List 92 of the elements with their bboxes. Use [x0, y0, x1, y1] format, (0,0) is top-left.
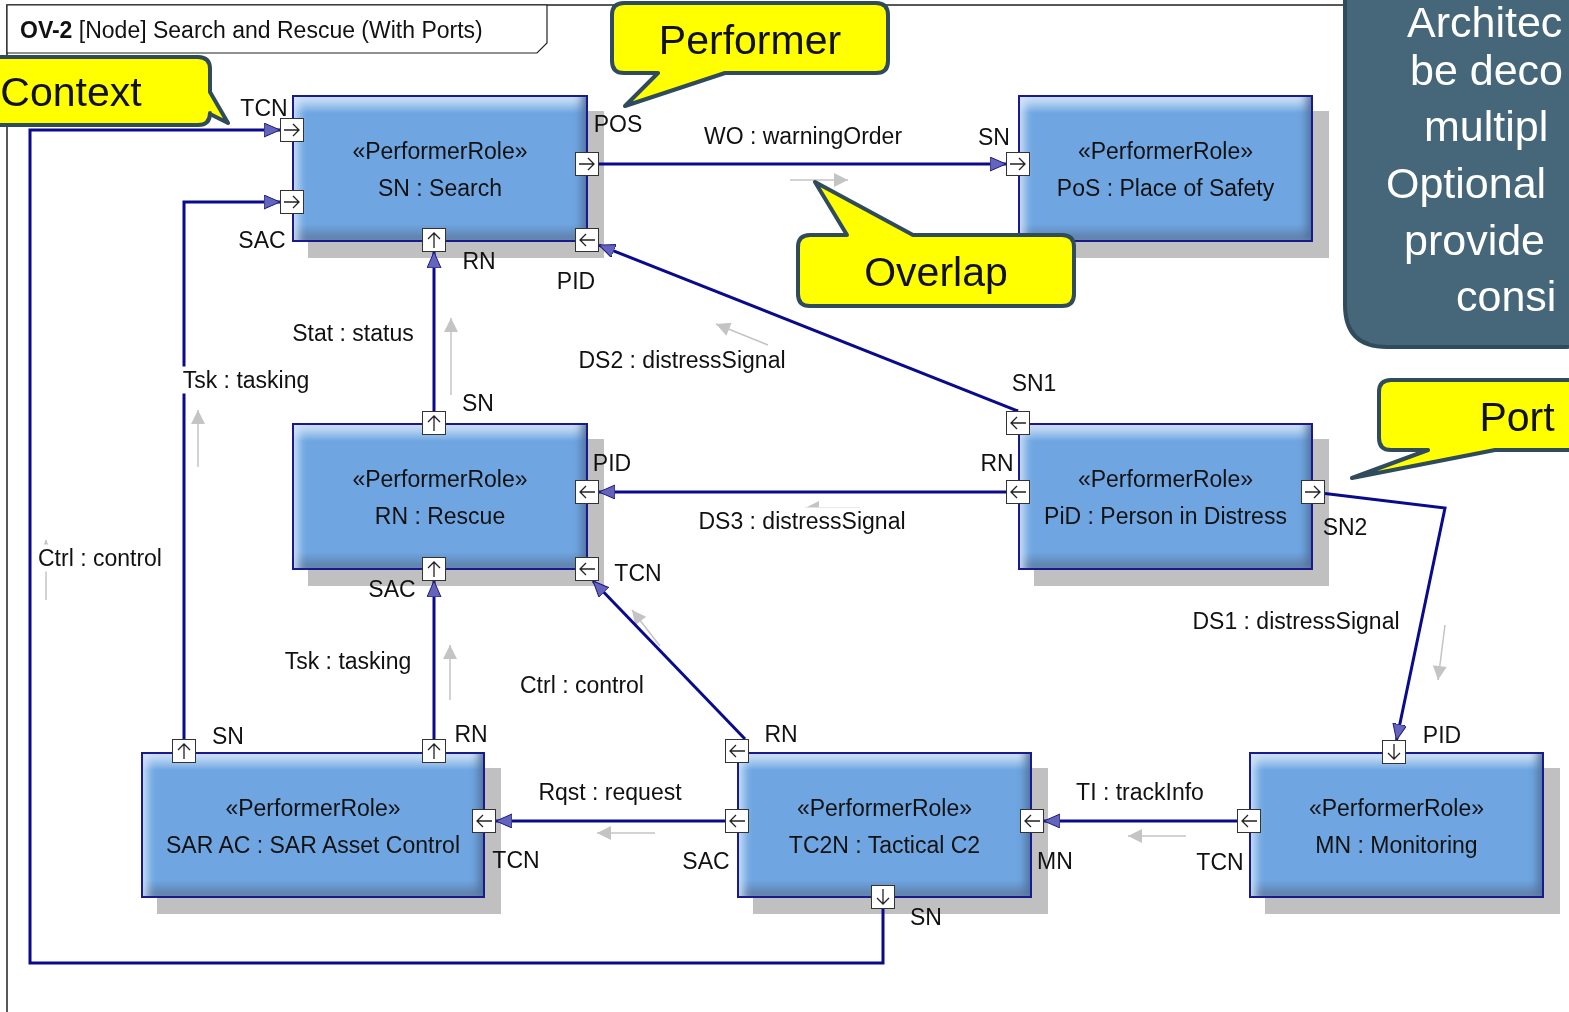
port	[422, 228, 446, 252]
connector	[495, 813, 725, 829]
callout-bubble	[1342, 0, 1569, 350]
callout-text: Optional	[1386, 161, 1547, 205]
performer-name: SN : Search	[378, 174, 502, 203]
performer-name: TC2N : Tactical C2	[788, 831, 981, 860]
callout-bubble	[609, 0, 891, 109]
performer-box	[141, 752, 485, 898]
port	[422, 557, 446, 581]
port	[422, 739, 446, 763]
connector	[426, 580, 442, 739]
callout-bubble	[1349, 377, 1569, 481]
port	[172, 739, 196, 763]
port-label: TCN	[614, 559, 662, 587]
performer-name: PiD : Person in Distress	[1044, 502, 1287, 531]
port	[472, 809, 496, 833]
port-label: RN	[454, 720, 488, 748]
port	[1006, 411, 1030, 435]
port	[1006, 152, 1030, 176]
stereotype-label: «PerformerRole»	[1308, 794, 1485, 823]
diagram-title: OV-2 [Node] Search and Rescue (With Ports)	[20, 17, 483, 44]
port	[575, 152, 599, 176]
port-label: SN	[212, 722, 244, 750]
port	[1301, 480, 1325, 504]
port	[1006, 480, 1030, 504]
performer-box	[737, 752, 1032, 898]
port	[1382, 740, 1406, 764]
callout-text: Overlap	[864, 251, 1008, 293]
performer-name: SAR AC : SAR Asset Control	[166, 831, 460, 860]
connector	[426, 251, 442, 411]
port-label: SN	[462, 389, 494, 417]
stereotype-label: «PerformerRole»	[796, 794, 973, 823]
port-label: PID	[556, 267, 596, 295]
port-label: PID	[592, 449, 632, 477]
callout-text: Performer	[658, 19, 842, 61]
connector	[599, 156, 1007, 172]
connector	[28, 122, 885, 965]
stereotype-label: «PerformerRole»	[352, 137, 528, 166]
port-label: TCN	[492, 846, 540, 874]
edge-label: Ctrl : control	[36, 544, 164, 572]
port-label: RN	[764, 720, 798, 748]
port	[871, 885, 895, 909]
port-label: PID	[1422, 721, 1462, 749]
callout-text: Context	[0, 71, 142, 113]
connector	[182, 194, 281, 739]
performer-box	[1018, 423, 1313, 570]
port-label: POS	[593, 110, 643, 138]
performer-name: MN : Monitoring	[1315, 831, 1478, 860]
port-label: SN	[910, 903, 942, 931]
callout-text: be deco	[1410, 48, 1564, 92]
connector	[1043, 813, 1237, 829]
connector	[591, 579, 747, 741]
port-label: RN	[980, 449, 1014, 477]
port-label: RN	[462, 247, 496, 275]
port	[422, 411, 446, 435]
port	[725, 739, 749, 763]
performer-name: PoS : Place of Safety	[1056, 174, 1275, 203]
port-label: SN2	[1322, 513, 1368, 541]
callout-text: consi	[1456, 274, 1557, 318]
performer-box	[292, 95, 588, 242]
connector	[598, 243, 1019, 413]
performer-name: RN : Rescue	[374, 502, 506, 531]
port-label: MN	[1037, 847, 1073, 875]
callout-text: Architec	[1407, 0, 1563, 44]
port	[725, 809, 749, 833]
port	[1020, 809, 1044, 833]
port-label: SN	[978, 123, 1010, 151]
stereotype-label: «PerformerRole»	[225, 794, 401, 823]
port-label: SAC	[682, 847, 730, 875]
connector	[1324, 491, 1447, 741]
port-label: TCN	[1196, 848, 1244, 876]
performer-box	[292, 423, 588, 570]
port-label: SAC	[368, 575, 416, 603]
performer-box	[1249, 752, 1544, 898]
port-label: TCN	[240, 94, 288, 122]
callout-text: multipl	[1424, 104, 1549, 148]
callout-text: Port	[1479, 396, 1555, 438]
port-label: SN1	[1011, 369, 1057, 397]
port	[280, 118, 304, 142]
stereotype-label: «PerformerRole»	[352, 465, 528, 494]
connector	[598, 484, 1006, 500]
port-label: SAC	[238, 226, 286, 254]
port	[575, 480, 599, 504]
stereotype-label: «PerformerRole»	[1077, 137, 1254, 166]
port	[280, 190, 304, 214]
port	[575, 557, 599, 581]
port	[1237, 809, 1261, 833]
callout-text: provide	[1404, 218, 1546, 262]
callout-bubble	[0, 54, 231, 128]
port	[575, 228, 599, 252]
stereotype-label: «PerformerRole»	[1077, 465, 1254, 494]
performer-box	[1018, 95, 1313, 242]
